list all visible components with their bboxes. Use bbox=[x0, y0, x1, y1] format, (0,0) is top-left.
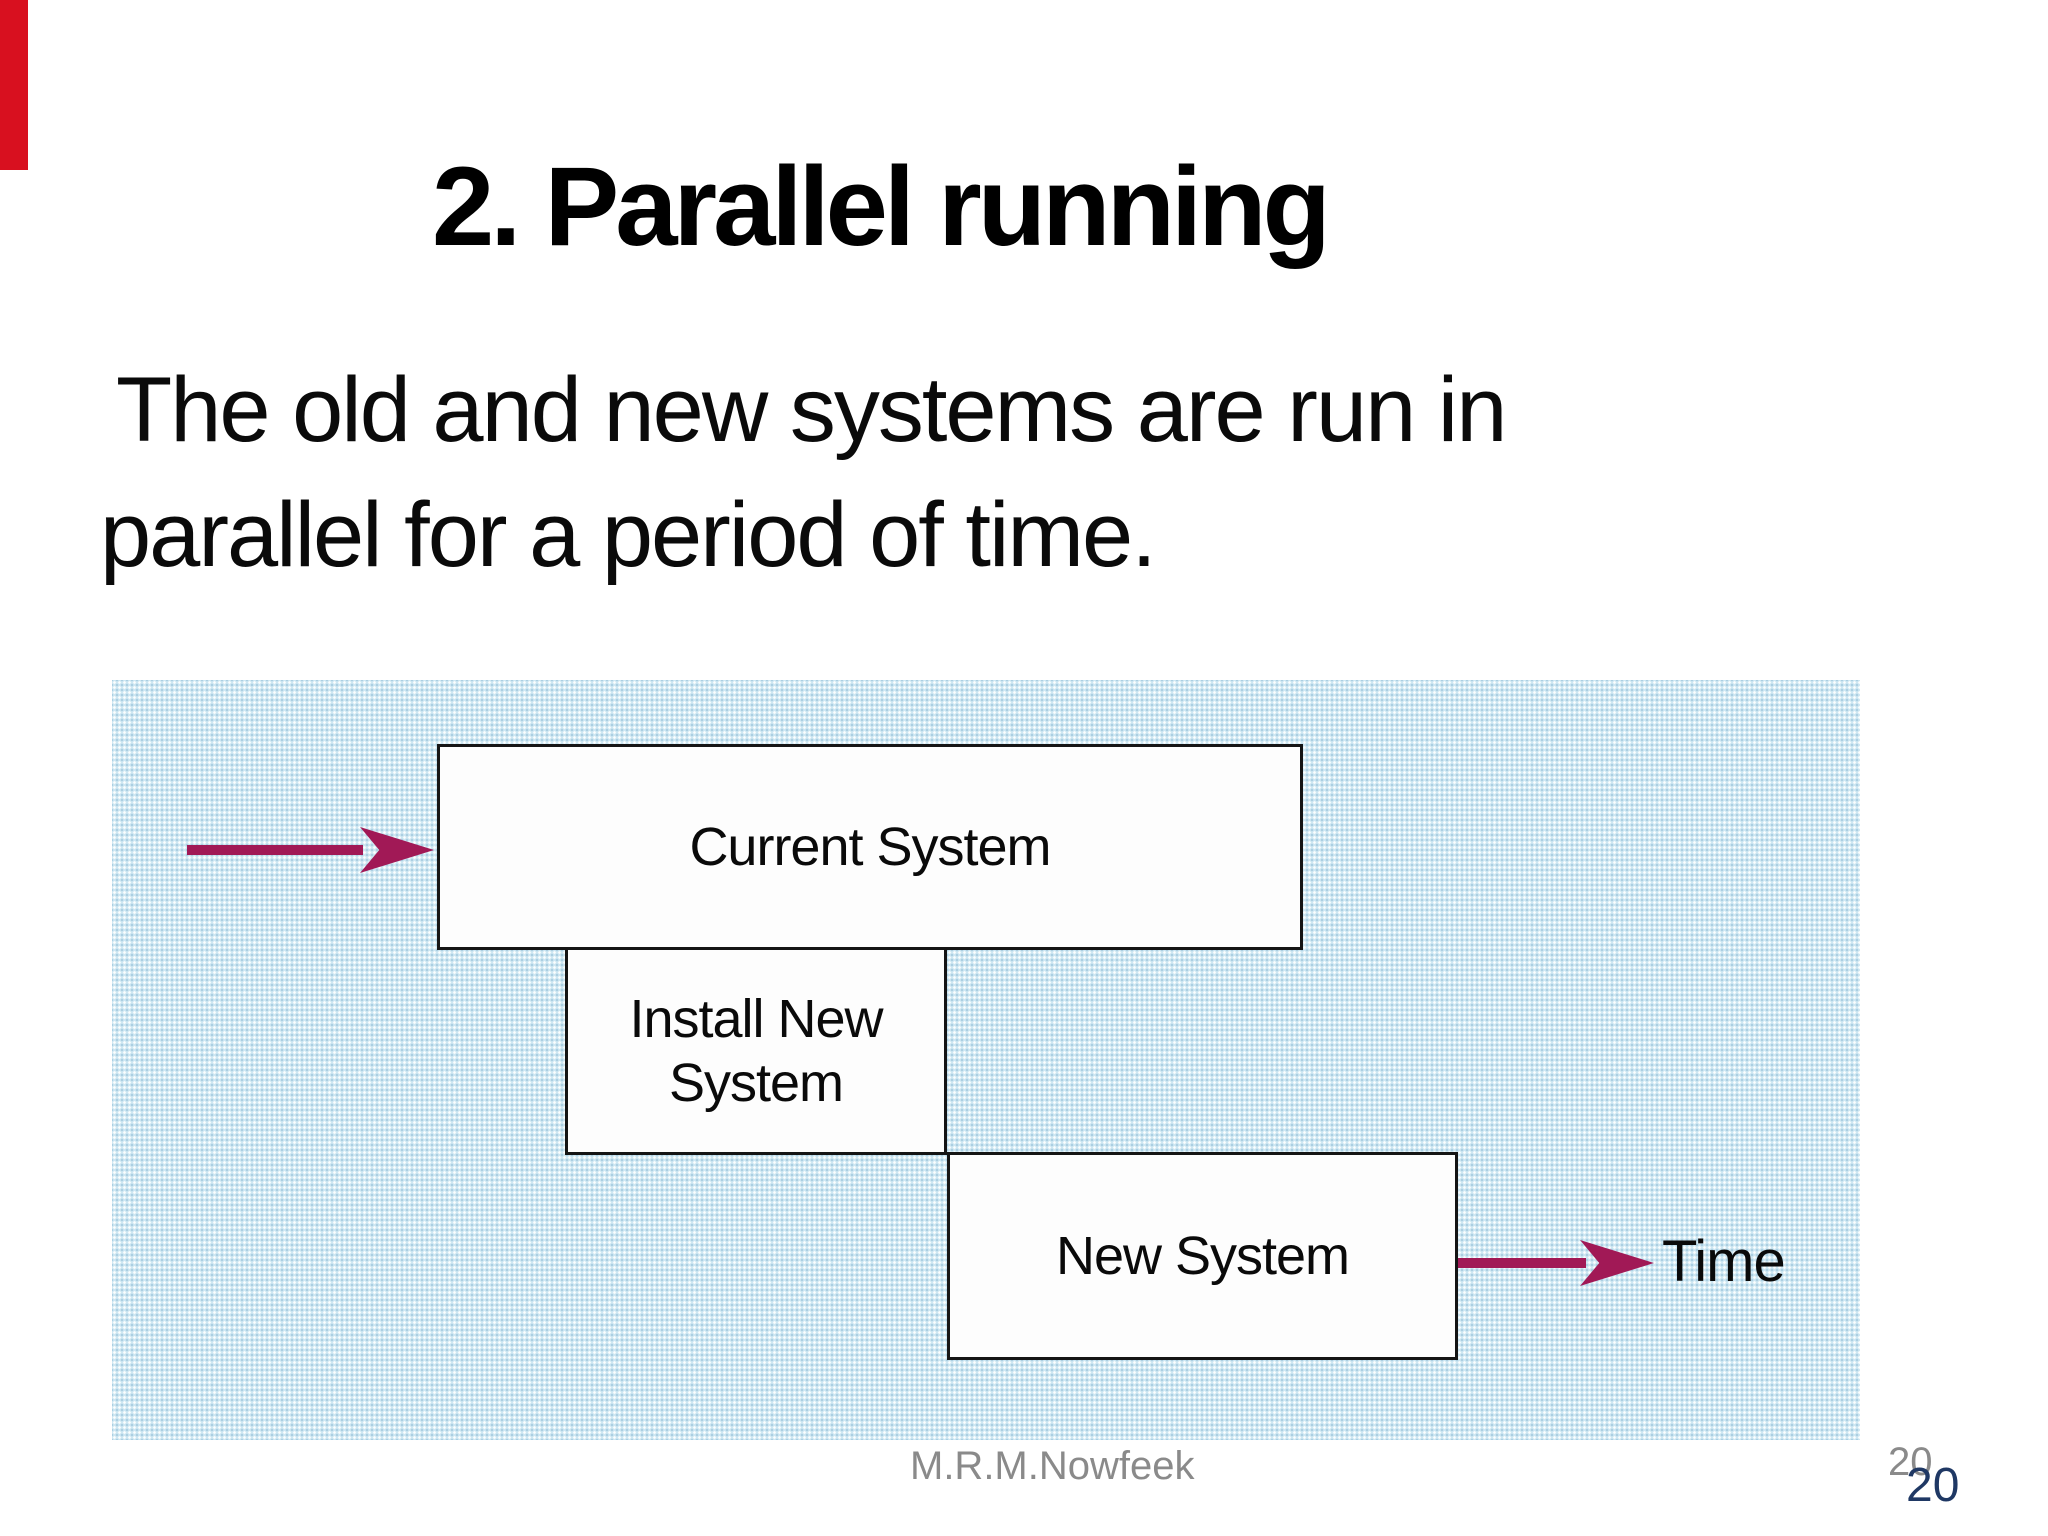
slide-body: The old and new systems are run in paral… bbox=[100, 348, 1507, 598]
current-system-label: Current System bbox=[689, 817, 1051, 877]
install-label-line-1: Install New bbox=[629, 989, 883, 1049]
install-label-line-2: System bbox=[668, 1053, 844, 1113]
time-axis-label: Time bbox=[1662, 1229, 1786, 1294]
slide-title: 2. Parallel running bbox=[432, 144, 1331, 269]
install-new-system-box: Install New System bbox=[565, 947, 947, 1155]
new-system-label: New System bbox=[1055, 1226, 1350, 1286]
right-arrow-icon bbox=[1458, 1258, 1586, 1268]
footer-author: M.R.M.Nowfeek bbox=[910, 1444, 1195, 1488]
install-new-system-label: Install New System bbox=[629, 987, 883, 1115]
new-system-box: New System bbox=[947, 1152, 1458, 1360]
body-line-1: The old and new systems are run in bbox=[116, 359, 1507, 461]
red-edge-marker bbox=[0, 0, 28, 170]
page-number-gray: 20 bbox=[1888, 1440, 1933, 1484]
current-system-box: Current System bbox=[437, 744, 1303, 950]
right-arrow-icon bbox=[187, 845, 363, 855]
body-line-2: parallel for a period of time. bbox=[100, 484, 1157, 586]
page-number-navy: 20 bbox=[1906, 1459, 1960, 1512]
